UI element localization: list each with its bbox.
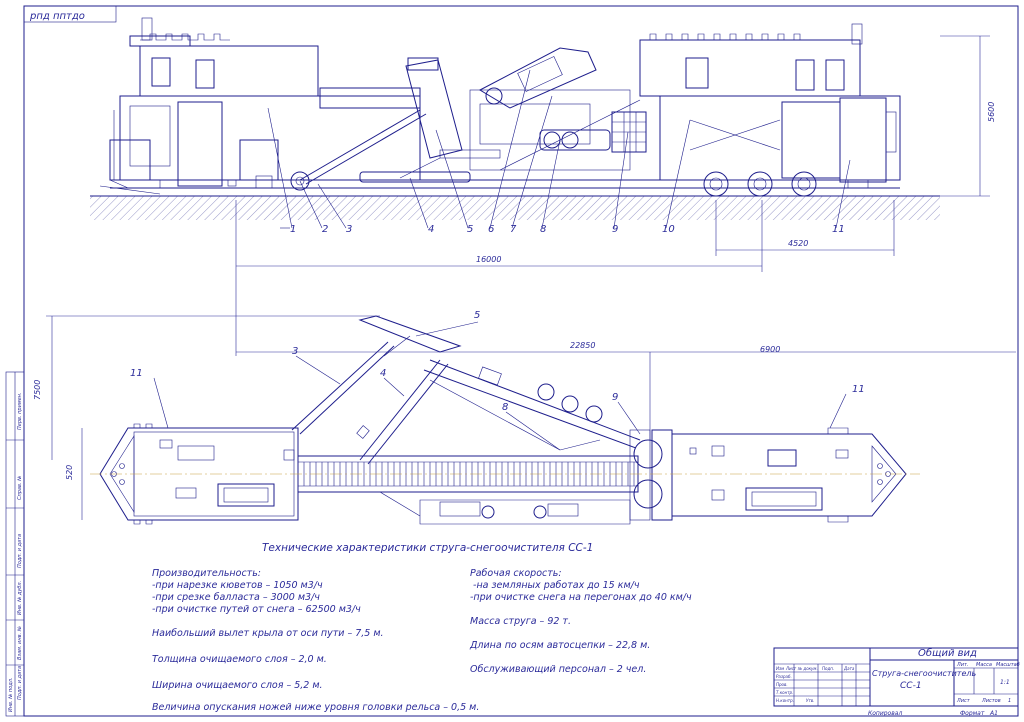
callout-9: 9	[612, 224, 618, 235]
dim-wheelbase: 16000	[476, 255, 501, 264]
callout-1: 1	[290, 224, 296, 235]
dim-total: 22850	[570, 341, 595, 350]
strip-label: Перв. примен.	[17, 392, 23, 430]
dim-reach: 7500	[33, 380, 42, 400]
callout-5: 5	[467, 224, 473, 235]
tb-name-line2: СС-1	[900, 681, 922, 691]
spec-line: Обслуживающий персонал – 2 чел.	[470, 664, 647, 675]
tb-col-lit: Лит.	[956, 662, 969, 668]
tb-row: Пров.	[776, 682, 788, 687]
dimension-labels: 5600 4520 16000 22850 6900 7500 520	[33, 102, 996, 480]
sheet-frame	[23, 5, 1019, 717]
spec-line: -на земляных работах до 15 км/ч	[470, 580, 640, 591]
strip-label: Инв. № дубл.	[17, 581, 23, 615]
plan-callout-4: 4	[380, 368, 386, 379]
side-callouts: 1 2 3 4 5 6 7 8 9 10 11	[290, 224, 845, 235]
plan-callout-11-left: 11	[130, 368, 143, 379]
plan-callouts: 3 4 5 8 9 11 11	[130, 310, 865, 413]
tb-row: Утв.	[806, 698, 814, 703]
strip-label: Инв. № подл.	[8, 678, 14, 713]
spec-caption: Технические характеристики струга-снегоо…	[262, 542, 594, 554]
callout-6: 6	[488, 224, 494, 235]
strip-label: Взам. инв. №	[17, 626, 23, 660]
tb-col-scale: Масштаб	[996, 662, 1020, 668]
spec-line: Величина опускания ножей ниже уровня гол…	[152, 702, 480, 713]
tb-col-mass: Масса	[976, 662, 992, 668]
dim-bogie: 4520	[788, 239, 808, 248]
strip-label: Подп. и дата	[17, 666, 23, 700]
spec-line: -при очистке путей от снега – 62500 м3/ч	[152, 604, 361, 615]
side-view	[90, 17, 990, 356]
spec-line: Масса струга – 92 т.	[470, 616, 571, 627]
tb-sheets: Листов	[981, 698, 1001, 704]
spec-line: Производительность:	[152, 568, 261, 579]
dim-width: 520	[65, 465, 74, 480]
tb-row: Дата	[843, 666, 855, 671]
callout-7: 7	[510, 224, 517, 235]
plan-view	[46, 315, 1016, 525]
spec-line: -при срезке балласта – 3000 м3/ч	[152, 592, 320, 603]
spec-line: Длина по осям автосцепки – 22,8 м.	[470, 640, 651, 651]
callout-11: 11	[832, 224, 845, 235]
callout-8: 8	[540, 224, 546, 235]
tb-row: Разраб.	[776, 674, 792, 679]
plan-callout-8: 8	[502, 402, 508, 413]
dim-front: 6900	[760, 345, 780, 354]
footer-format: A1	[989, 710, 998, 717]
stamp-text: рпд пптдо	[29, 11, 85, 22]
tb-row: № докум.	[797, 666, 818, 671]
spec-line: -при очистке снега на перегонах до 40 км…	[470, 592, 692, 603]
callout-3: 3	[346, 224, 352, 235]
strip-label: Справ. №	[17, 476, 23, 500]
spec-line: Ширина очищаемого слоя – 5,2 м.	[152, 680, 323, 691]
plan-callout-9: 9	[612, 392, 618, 403]
spec-line: Рабочая скорость:	[470, 568, 562, 579]
footer-format-label: Формат	[960, 710, 985, 717]
plan-callout-3: 3	[292, 346, 298, 357]
callout-4: 4	[428, 224, 434, 235]
spec-line: -при нарезке кюветов – 1050 м3/ч	[152, 580, 323, 591]
tb-row: Изм	[776, 666, 784, 671]
strip-label: Подп. и дата	[17, 534, 23, 568]
tb-sheets-count: 1	[1008, 698, 1011, 704]
callout-2: 2	[322, 224, 328, 235]
tb-name-line1: Струга-снегоочиститель	[872, 669, 976, 678]
tb-row: Т.контр.	[776, 690, 793, 695]
tb-title: Общий вид	[918, 647, 977, 659]
footer-copied: Копировал	[868, 710, 902, 717]
plan-callout-11-right: 11	[852, 384, 865, 395]
spec-line: Толщина очищаемого слоя – 2,0 м.	[152, 654, 327, 665]
tb-row: Подп.	[822, 666, 834, 671]
plan-callout-5: 5	[474, 310, 480, 321]
callout-10: 10	[662, 224, 675, 235]
tb-row: Н.контр.	[776, 698, 794, 703]
tb-scale: 1:1	[1000, 679, 1010, 686]
title-block: Изм Лист № докум. Подп. Дата Разраб. Про…	[773, 647, 1020, 717]
tb-sheet: Лист	[956, 698, 971, 704]
stamp-box	[23, 5, 117, 23]
spec-line: Наибольший вылет крыла от оси пути – 7,5…	[152, 628, 384, 639]
side-strip: Перв. примен. Справ. № Подп. и дата Инв.…	[5, 371, 25, 717]
dim-height: 5600	[987, 102, 996, 122]
tb-row: Лист	[785, 666, 797, 671]
